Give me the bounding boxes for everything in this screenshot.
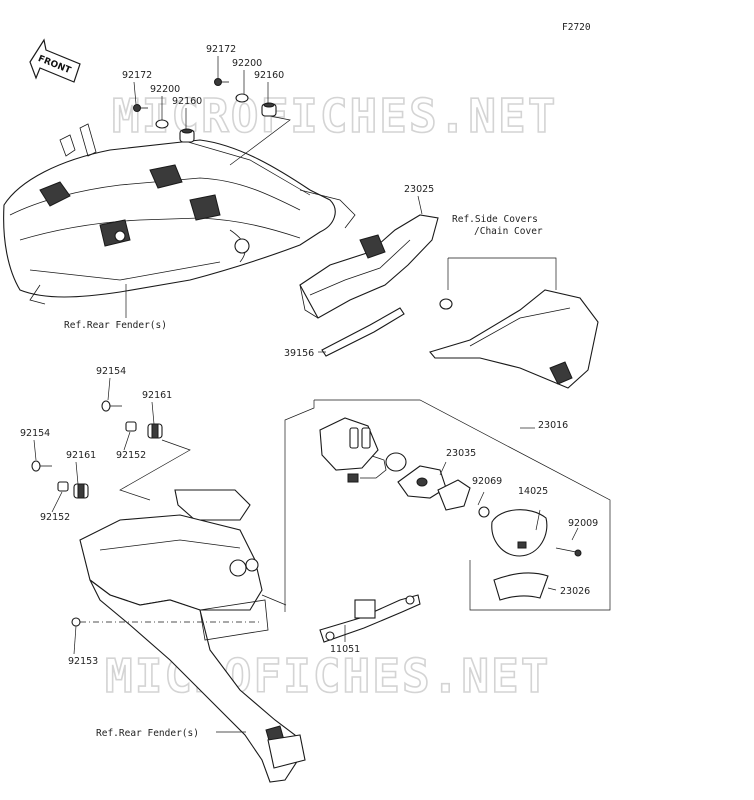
- upper-grommet-92160-right: [261, 102, 277, 117]
- part-number-23035: 23035: [446, 448, 476, 459]
- side-cover-panel: [429, 289, 599, 389]
- part-number-23026: 23026: [560, 586, 590, 597]
- part-number-39156: 39156: [284, 348, 314, 359]
- upper-washer-92200-right: [235, 93, 249, 103]
- part-number-92069: 92069: [472, 476, 502, 487]
- grommet-92161-left: [73, 483, 89, 499]
- figure-id: F2720: [562, 22, 591, 33]
- screw-92009: [555, 547, 582, 557]
- part-number-23016: 23016: [538, 420, 568, 431]
- front-direction-arrow-icon: FRONT: [29, 38, 81, 83]
- part-number-92161-left: 92161: [66, 450, 96, 461]
- part-number-14025: 14025: [518, 486, 548, 497]
- plate-light-bracket-11051: [319, 594, 421, 643]
- part-number-92172-left: 92172: [122, 70, 152, 81]
- part-number-92154-top: 92154: [96, 366, 126, 377]
- part-number-92152-top: 92152: [116, 450, 146, 461]
- part-number-92154-left: 92154: [20, 428, 50, 439]
- screw-92153: [71, 617, 81, 627]
- side-cover-grommet: [439, 298, 453, 310]
- part-number-23025: 23025: [404, 184, 434, 195]
- bolt-92154-left: [31, 460, 52, 472]
- part-number-92200-left: 92200: [150, 84, 180, 95]
- part-number-92161-top: 92161: [142, 390, 172, 401]
- upper-washer-92200-left: [155, 119, 169, 129]
- bracket-23035: [437, 479, 471, 511]
- trim-strip-39156: [321, 307, 405, 357]
- part-number-92009: 92009: [568, 518, 598, 529]
- upper-bolt-92172-left: [133, 104, 148, 112]
- gasket-23026: [493, 572, 549, 601]
- lens-14025: [491, 509, 548, 557]
- part-number-92172-right: 92172: [206, 44, 236, 55]
- ref-side-covers-line1: Ref.Side Covers: [452, 214, 538, 225]
- license-plate-bracket: [79, 489, 306, 783]
- upper-bolt-92172-right: [214, 78, 229, 86]
- tail-cover-23025: [299, 214, 439, 319]
- ref-rear-fender-top: Ref.Rear Fender(s): [64, 320, 167, 331]
- bulb-92069: [478, 506, 490, 518]
- part-number-92153: 92153: [68, 656, 98, 667]
- part-number-11051: 11051: [330, 644, 360, 655]
- ref-rear-fender-bottom: Ref.Rear Fender(s): [96, 728, 199, 739]
- part-number-92160-left: 92160: [172, 96, 202, 107]
- bolt-92154-top: [101, 400, 122, 412]
- collar-92152-top: [125, 421, 137, 432]
- collar-92152-left: [57, 481, 69, 492]
- tail-light-housing: [319, 417, 379, 471]
- ref-side-covers-line2: /Chain Cover: [474, 226, 543, 237]
- grommet-92161-top: [147, 423, 163, 439]
- part-number-92160-right: 92160: [254, 70, 284, 81]
- bulb-socket-wire: [347, 452, 407, 483]
- upper-grommet-92160-left: [179, 128, 195, 143]
- part-number-92152-left: 92152: [40, 512, 70, 523]
- seat-frame-assembly: [3, 123, 356, 305]
- part-number-92200-right: 92200: [232, 58, 262, 69]
